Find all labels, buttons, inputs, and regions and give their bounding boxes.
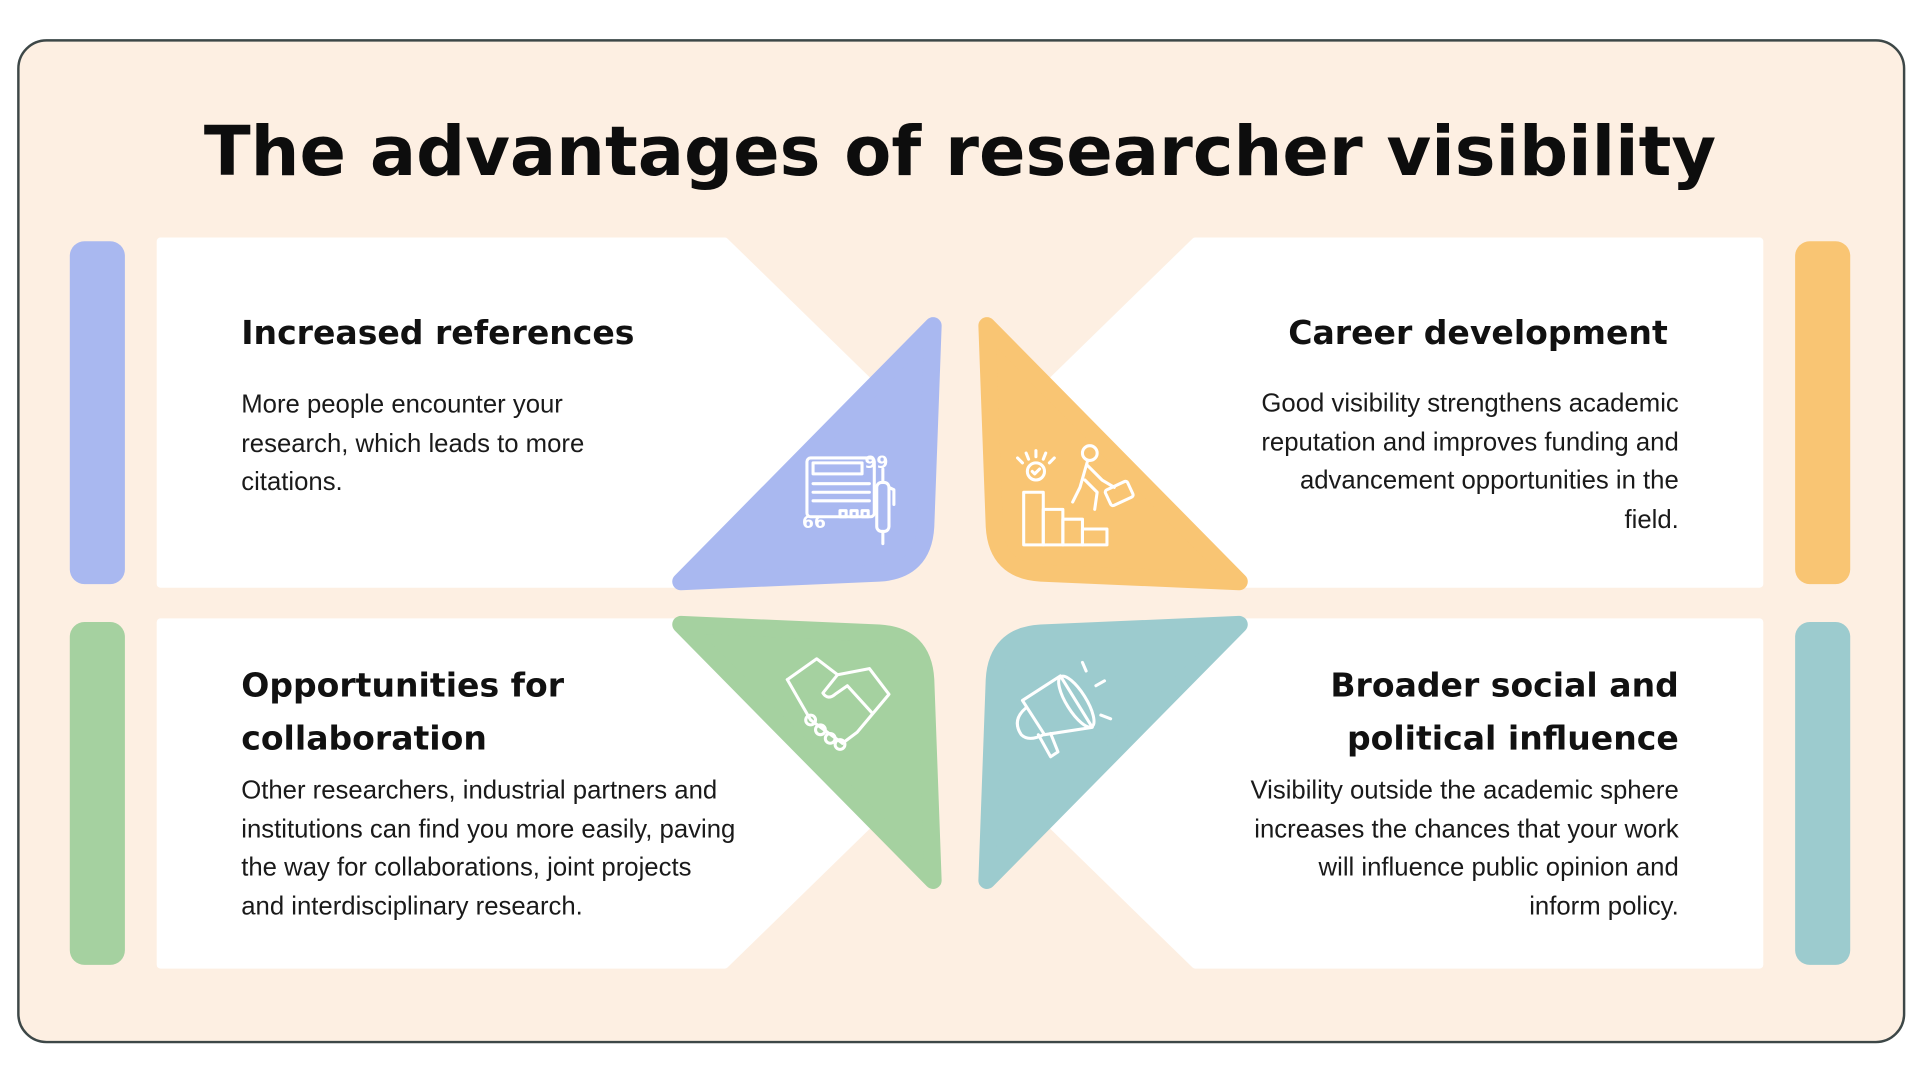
body-line: will influence public opinion and xyxy=(1318,853,1679,882)
card-heading-career-development: Career development xyxy=(1288,307,1668,360)
body-line: research, which leads to more xyxy=(241,429,585,458)
triangle-green xyxy=(672,615,942,889)
triangle-orange xyxy=(978,317,1248,591)
body-line: citations. xyxy=(241,467,343,496)
page-title: The advantages of researcher visibility xyxy=(203,112,1717,193)
triangle-teal xyxy=(978,615,1248,889)
heading-line: Increased references xyxy=(241,314,635,353)
body-line: advancement opportunities in the xyxy=(1299,466,1679,495)
heading-line: collaboration xyxy=(241,720,487,758)
body-line: and interdisciplinary research. xyxy=(241,892,583,921)
card-body-career-development: Good visibility strengthens academic rep… xyxy=(1261,384,1678,538)
heading-line: political influence xyxy=(1346,720,1679,758)
handshake-icon xyxy=(785,657,891,751)
heading-line: Career development xyxy=(1288,314,1668,353)
body-line: Visibility outside the academic sphere xyxy=(1250,776,1679,805)
card-body-social-political-influence: Visibility outside the academic sphere i… xyxy=(1250,771,1678,925)
heading-line: Opportunities for xyxy=(241,667,565,706)
side-bar-blue xyxy=(69,241,125,585)
card-heading-increased-references: Increased references xyxy=(241,307,634,360)
body-line: the way for collaborations, joint projec… xyxy=(241,853,692,882)
citation-document-pen-icon: 66 99 xyxy=(802,453,896,546)
body-line: field. xyxy=(1624,505,1679,534)
card-body-collaboration: Other researchers, industrial partners a… xyxy=(241,771,735,925)
body-line: increases the chances that your work xyxy=(1254,814,1679,844)
body-line: inform policy. xyxy=(1529,892,1679,921)
body-line: reputation and improves funding and xyxy=(1261,427,1679,457)
body-line: Other researchers, industrial partners a… xyxy=(241,776,718,805)
side-bar-teal xyxy=(1795,622,1851,965)
body-line: Good visibility strengthens academic xyxy=(1261,389,1679,418)
side-bar-green xyxy=(69,622,125,965)
heading-line: Broader social and xyxy=(1330,667,1679,706)
side-bar-orange xyxy=(1795,241,1851,585)
svg-text:66: 66 xyxy=(802,513,826,533)
body-line: More people encounter your xyxy=(241,390,563,419)
svg-text:99: 99 xyxy=(864,453,888,473)
career-stairs-climb-icon xyxy=(1016,444,1135,547)
card-body-increased-references: More people encounter your research, whi… xyxy=(241,386,584,502)
megaphone-icon xyxy=(1015,660,1113,759)
card-heading-social-political-influence: Broader social and political influence xyxy=(1330,660,1678,765)
card-heading-collaboration: Opportunities for collaboration xyxy=(241,660,564,765)
body-line: institutions can find you more easily, p… xyxy=(241,814,736,844)
